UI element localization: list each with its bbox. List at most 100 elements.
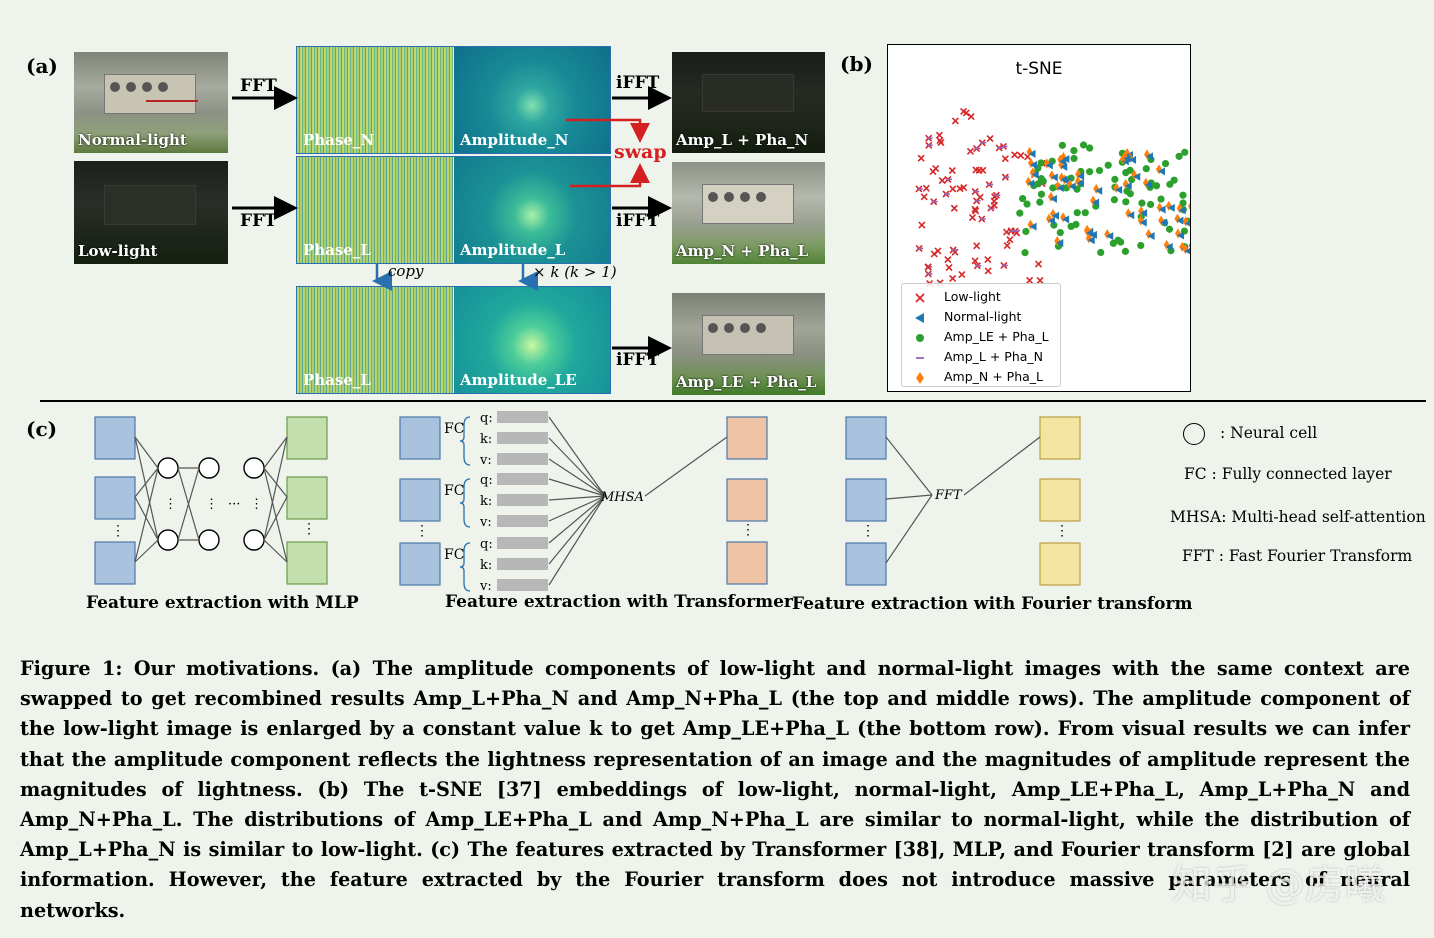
swap-arrow-up bbox=[570, 163, 650, 188]
amplitude-le-caption: Amplitude_LE bbox=[460, 371, 577, 389]
phase-l2-image: Phase_L bbox=[297, 287, 453, 393]
mlp-output-box bbox=[286, 541, 328, 585]
legend-entry-label: Amp_LE + Pha_L bbox=[944, 329, 1049, 344]
legend-marker-icon bbox=[916, 334, 924, 342]
tsne-point-amp-le bbox=[1122, 169, 1130, 177]
tsne-point-low-light bbox=[948, 166, 956, 175]
tsne-point-low-light bbox=[936, 137, 944, 145]
output-photo-2: Amp_N + Pha_L bbox=[672, 162, 825, 264]
connection-line bbox=[263, 539, 288, 563]
tsne-point-amp-n bbox=[1137, 215, 1144, 226]
qkv-bar bbox=[497, 453, 548, 465]
spectrum-block-normal: Phase_N Amplitude_N bbox=[296, 46, 611, 154]
tsne-point-low-light bbox=[986, 135, 994, 143]
mlp-input-box bbox=[94, 541, 136, 585]
tsne-point-amp-le bbox=[1121, 247, 1130, 255]
transformer-input-box bbox=[399, 416, 441, 460]
tsne-point-normal bbox=[1139, 218, 1147, 227]
fc-label: FC bbox=[444, 421, 464, 437]
fourier-vdots: ⋮ bbox=[861, 523, 875, 539]
def-fft: FFT : Fast Fourier Transform bbox=[1182, 547, 1413, 565]
connection-line bbox=[548, 437, 606, 497]
output-caption-2: Amp_N + Pha_L bbox=[676, 242, 809, 260]
connection-line bbox=[134, 496, 159, 541]
tsne-point-normal bbox=[1029, 222, 1037, 231]
tsne-point-low-light bbox=[922, 184, 930, 192]
def-mhsa: MHSA: Multi-head self-attention bbox=[1170, 508, 1426, 526]
tsne-point-low-light bbox=[966, 147, 975, 155]
qkv-bar bbox=[497, 411, 548, 423]
watermark: 知乎 @房曦 bbox=[1172, 862, 1385, 908]
mlp-input-box bbox=[94, 416, 136, 460]
panel-c-diagram: ⋮⋮⋮···⋮⋮⋮FCq:k:v:FCq:k:v:FCq:k:v:MHSA⋮⋮F… bbox=[94, 411, 1081, 594]
connection-line bbox=[548, 458, 606, 497]
tsne-point-low-light bbox=[975, 166, 983, 174]
tsne-point-low-light bbox=[950, 204, 958, 212]
tsne-point-amp-le bbox=[1179, 191, 1187, 199]
mlp-output-box bbox=[286, 416, 328, 460]
phase-n-caption: Phase_N bbox=[303, 131, 375, 149]
legend-entry-label: Amp_L + Pha_N bbox=[944, 349, 1044, 364]
legend-marker-icon bbox=[916, 372, 924, 384]
legend-entry: Normal-light bbox=[910, 308, 1060, 326]
tsne-point-low-light bbox=[990, 201, 998, 209]
tsne-point-low-light bbox=[984, 267, 992, 275]
tsne-point-amp-n bbox=[1187, 202, 1190, 210]
tsne-point-amp-le bbox=[1104, 161, 1112, 169]
tsne-point-low-light bbox=[1003, 242, 1011, 250]
connection-line bbox=[548, 495, 606, 586]
tsne-point-amp-le bbox=[1086, 144, 1094, 152]
transformer-vdots: ⋮ bbox=[415, 523, 429, 539]
mlp-vdots: ⋮ bbox=[205, 497, 218, 512]
fourier-input-box bbox=[845, 416, 887, 460]
panel-a-label: (a) bbox=[26, 54, 58, 78]
transformer-input-box bbox=[399, 542, 441, 586]
tsne-point-amp-le bbox=[1070, 154, 1078, 163]
tsne-point-amp-n bbox=[1029, 167, 1036, 178]
phase-l-image: Phase_L bbox=[297, 157, 453, 263]
tsne-point-normal bbox=[1140, 209, 1148, 218]
tsne-point-normal bbox=[1031, 170, 1039, 179]
tsne-point-low-light bbox=[945, 264, 953, 272]
tsne-point-amp-le bbox=[1157, 195, 1165, 203]
def-neural-cell: : Neural cell bbox=[1220, 424, 1318, 442]
tsne-point-normal bbox=[1060, 175, 1068, 184]
tsne-point-amp-n bbox=[1047, 191, 1054, 202]
tsne-point-amp-le bbox=[1111, 175, 1119, 183]
connection-line bbox=[177, 467, 200, 541]
amplitude-l-image: Amplitude_L bbox=[454, 157, 610, 263]
section-divider bbox=[40, 400, 1426, 402]
qkv-bar bbox=[497, 473, 548, 485]
tsne-point-amp-le bbox=[1036, 198, 1044, 206]
tsne-point-amp-le bbox=[1122, 198, 1130, 206]
tsne-point-low-light bbox=[944, 256, 952, 264]
qkv-bar bbox=[497, 494, 548, 506]
tsne-point-amp-le bbox=[1056, 228, 1064, 237]
tsne-point-amp-le bbox=[1050, 221, 1058, 229]
phase-n-image: Phase_N bbox=[297, 47, 453, 153]
tsne-point-amp-le bbox=[1037, 159, 1045, 167]
tsne-point-low-light bbox=[973, 242, 981, 250]
fc-brace bbox=[459, 478, 471, 528]
fourier-vdots: ⋮ bbox=[1055, 523, 1069, 539]
tsne-point-normal bbox=[1147, 232, 1155, 241]
tsne-point-normal bbox=[1062, 215, 1070, 224]
fft-label-2: FFT bbox=[240, 211, 277, 231]
amplitude-l-caption: Amplitude_L bbox=[460, 241, 566, 259]
connection-line bbox=[134, 467, 159, 498]
legend-entry: Low-light bbox=[910, 288, 1060, 306]
tsne-point-normal bbox=[1157, 167, 1165, 176]
output-photo-1: Amp_L + Pha_N bbox=[672, 52, 825, 153]
tsne-point-amp-n bbox=[1143, 149, 1150, 160]
connection-line bbox=[263, 467, 288, 563]
tsne-point-amp-n bbox=[1145, 229, 1152, 240]
qkv-bar bbox=[497, 515, 548, 527]
connection-line bbox=[644, 436, 728, 497]
tsne-point-normal bbox=[1165, 242, 1173, 251]
tsne-point-normal bbox=[1158, 205, 1166, 214]
tsne-point-amp-le bbox=[1039, 177, 1047, 185]
amplitude-le-image: Amplitude_LE bbox=[454, 287, 610, 393]
connection-line bbox=[963, 436, 1041, 496]
tsne-point-amp-le bbox=[1016, 209, 1024, 217]
tsne-point-amp-n bbox=[1131, 169, 1138, 180]
